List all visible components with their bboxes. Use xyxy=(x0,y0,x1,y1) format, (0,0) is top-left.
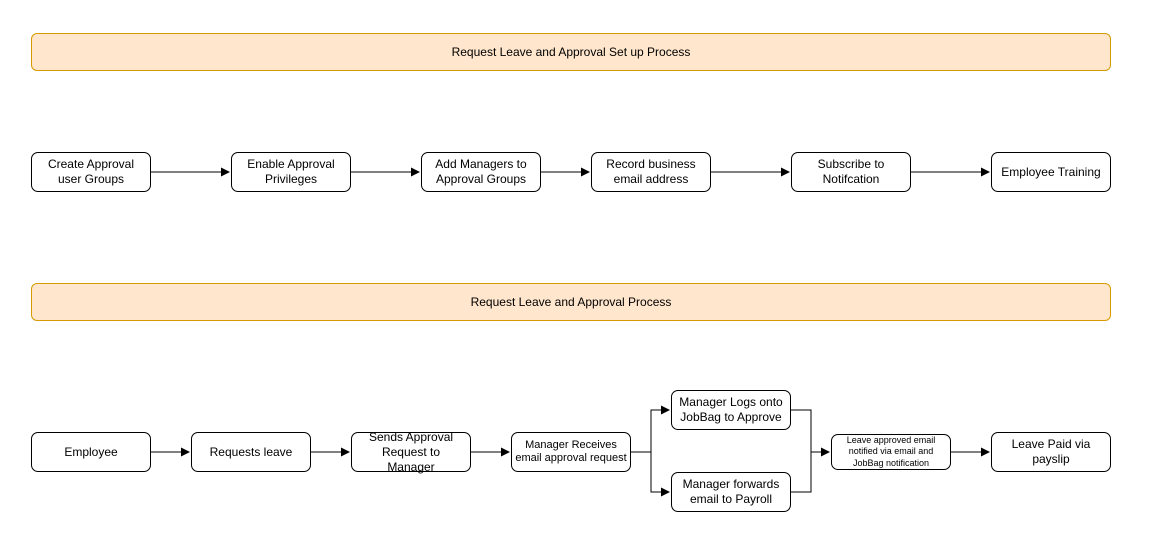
node-label: Manager Receives email approval request xyxy=(515,438,627,464)
connector-merge-bottom xyxy=(791,452,812,493)
node-create-approval-user-groups[interactable]: Create Approval user Groups xyxy=(31,152,151,192)
node-label: Leave approved email notified via email … xyxy=(846,435,936,468)
connector-branch-up xyxy=(631,405,670,453)
node-employee-training[interactable]: Employee Training xyxy=(991,152,1111,192)
node-manager-forwards-email-to-payroll[interactable]: Manager forwards email to Payroll xyxy=(671,472,791,512)
node-label: Sends Approval Request to Manager xyxy=(368,429,454,474)
node-requests-leave[interactable]: Requests leave xyxy=(191,432,311,472)
node-label: Create Approval user Groups xyxy=(47,157,135,186)
node-enable-approval-privileges[interactable]: Enable Approval Privileges xyxy=(231,152,351,192)
node-leave-paid-via-payslip[interactable]: Leave Paid via payslip xyxy=(991,432,1111,472)
connector-merge-top xyxy=(791,409,830,457)
node-manager-receives-email-approval-request[interactable]: Manager Receives email approval request xyxy=(511,432,631,472)
node-leave-approved-email-notified[interactable]: Leave approved email notified via email … xyxy=(831,434,951,470)
node-subscribe-to-notification[interactable]: Subscribe to Notifcation xyxy=(791,152,911,192)
node-record-business-email-address[interactable]: Record business email address xyxy=(591,152,711,192)
node-label: Employee Training xyxy=(1001,164,1101,179)
node-label: Requests leave xyxy=(209,444,293,459)
node-label: Add Managers to Approval Groups xyxy=(435,157,527,186)
node-label: Enable Approval Privileges xyxy=(247,157,335,186)
node-label: Employee xyxy=(64,444,118,459)
connector-branch-down xyxy=(650,452,670,497)
setup-process-banner[interactable]: Request Leave and Approval Set up Proces… xyxy=(31,33,1111,71)
node-label: Subscribe to Notifcation xyxy=(817,157,885,186)
node-add-managers-to-approval-groups[interactable]: Add Managers to Approval Groups xyxy=(421,152,541,192)
request-process-banner[interactable]: Request Leave and Approval Process xyxy=(31,283,1111,321)
node-employee[interactable]: Employee xyxy=(31,432,151,472)
request-process-title: Request Leave and Approval Process xyxy=(470,295,672,309)
node-sends-approval-request-to-manager[interactable]: Sends Approval Request to Manager xyxy=(351,429,471,474)
node-manager-logs-onto-jobbag-to-approve[interactable]: Manager Logs onto JobBag to Approve xyxy=(671,390,791,430)
node-label: Manager forwards email to Payroll xyxy=(682,477,780,506)
node-label: Manager Logs onto JobBag to Approve xyxy=(679,395,783,424)
node-label: Leave Paid via payslip xyxy=(1011,437,1091,466)
setup-process-title: Request Leave and Approval Set up Proces… xyxy=(451,45,691,59)
node-label: Record business email address xyxy=(606,157,696,186)
